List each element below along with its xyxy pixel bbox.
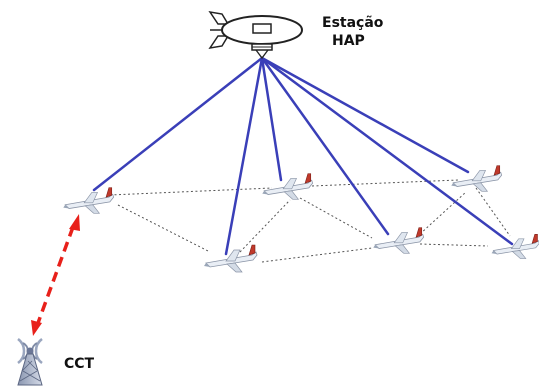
arrowhead-down bbox=[31, 320, 42, 336]
aircraft-a5 bbox=[372, 227, 425, 254]
mesh-link bbox=[239, 199, 291, 253]
aircraft-a2 bbox=[261, 173, 314, 200]
hap-label-line2: HAP bbox=[332, 33, 365, 49]
airship-icon bbox=[208, 10, 303, 60]
aircraft-a4 bbox=[203, 244, 258, 273]
aircraft-a3 bbox=[450, 165, 503, 192]
airplane-icon bbox=[62, 187, 115, 214]
aircraft-a6 bbox=[491, 233, 539, 260]
airplane-icon bbox=[261, 173, 314, 200]
mesh-link bbox=[419, 243, 489, 247]
mesh-link bbox=[117, 204, 211, 253]
airplane-icon bbox=[450, 165, 503, 192]
aircraft-a1 bbox=[62, 187, 115, 214]
cct-label: CCT bbox=[64, 356, 95, 372]
airplane-icon bbox=[203, 244, 258, 273]
inter-aircraft-links bbox=[109, 179, 511, 263]
hap-links bbox=[92, 56, 514, 256]
mesh-link bbox=[475, 187, 511, 237]
mesh-link bbox=[419, 191, 467, 235]
mesh-link bbox=[311, 179, 459, 187]
airplane-icon bbox=[491, 233, 539, 260]
mesh-link bbox=[261, 247, 373, 263]
control-link bbox=[31, 214, 80, 336]
hap-link bbox=[260, 56, 514, 246]
hap-link bbox=[260, 56, 470, 174]
hap-link bbox=[92, 56, 264, 192]
mesh-link bbox=[109, 187, 273, 196]
radio-tower-icon bbox=[17, 338, 43, 386]
hap-link bbox=[260, 56, 283, 182]
arrowhead-up bbox=[69, 214, 80, 231]
hap-link bbox=[224, 56, 264, 256]
hap-link bbox=[260, 56, 390, 236]
airplane-icon bbox=[372, 227, 425, 254]
hap-label-line1: Estação bbox=[322, 15, 384, 31]
mesh-link bbox=[299, 197, 373, 239]
